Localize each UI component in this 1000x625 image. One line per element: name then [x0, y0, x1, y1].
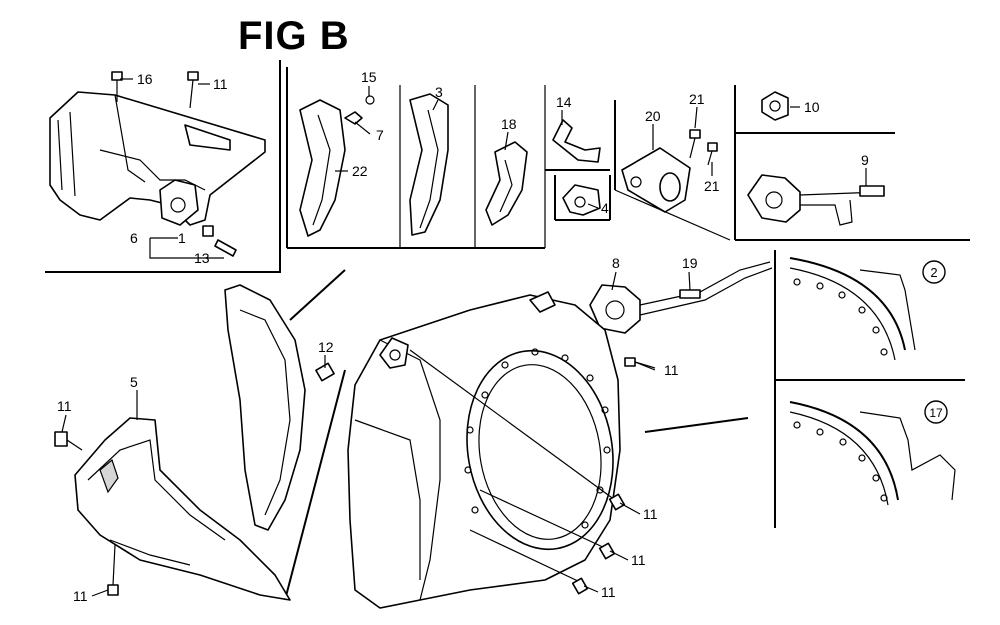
circle-17 — [924, 400, 948, 424]
engine-cover-assembly — [49, 71, 266, 259]
callout-11-a: 11 — [213, 76, 228, 92]
callout-11-g: 11 — [601, 584, 616, 600]
callout-6: 6 — [130, 230, 138, 246]
ignition-unit — [589, 261, 773, 369]
callout-labels: 16 11 15 7 22 3 18 14 4 20 21 21 10 9 6 … — [57, 69, 869, 604]
leader-lines — [61, 78, 867, 597]
callout-11-d: 11 — [73, 588, 88, 604]
callout-14: 14 — [556, 94, 572, 110]
callout-21-b: 21 — [704, 178, 720, 194]
fan-shroud — [347, 291, 626, 609]
panel-frames — [45, 60, 970, 601]
baffle-plate — [224, 284, 335, 531]
plate-parts — [299, 93, 528, 237]
callout-13: 13 — [194, 250, 210, 266]
callout-11-f: 11 — [631, 552, 646, 568]
callout-7: 7 — [376, 127, 384, 143]
figure-title: FIG B — [238, 14, 350, 58]
circled-2-text: 2 — [930, 265, 937, 280]
detail-views — [789, 257, 956, 506]
circle-2 — [922, 260, 946, 284]
callout-9: 9 — [861, 152, 869, 168]
clamp-parts — [552, 119, 601, 216]
circled-labels: 2 17 — [922, 260, 948, 424]
callout-15: 15 — [361, 69, 377, 85]
sensor-parts — [747, 91, 885, 226]
callout-11-e: 11 — [643, 506, 658, 522]
callout-5: 5 — [130, 374, 138, 390]
callout-11-b: 11 — [664, 362, 679, 378]
callout-12: 12 — [318, 339, 334, 355]
circled-17-text: 17 — [929, 406, 943, 420]
callout-20: 20 — [645, 108, 661, 124]
callout-11-c: 11 — [57, 398, 72, 414]
callout-16: 16 — [137, 71, 153, 87]
callout-3: 3 — [435, 84, 443, 100]
switch-box — [621, 129, 718, 213]
callout-22: 22 — [352, 163, 368, 179]
callout-19: 19 — [682, 255, 698, 271]
callout-10: 10 — [804, 99, 820, 115]
callout-4: 4 — [601, 200, 609, 216]
callout-8: 8 — [612, 255, 620, 271]
callout-21-a: 21 — [689, 91, 705, 107]
callout-1: 1 — [178, 230, 186, 246]
shroud-bolt-holes — [464, 348, 611, 529]
lower-guard — [54, 417, 291, 601]
callout-18: 18 — [501, 116, 517, 132]
